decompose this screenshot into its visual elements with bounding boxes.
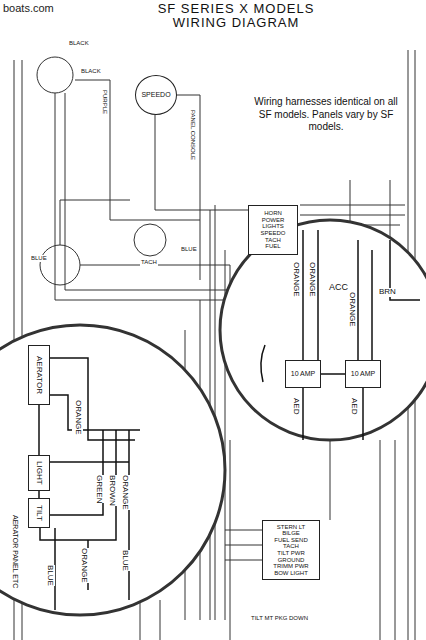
wire-line [261, 345, 265, 382]
wire-color-label: BROWN [106, 475, 117, 506]
wire-line [160, 600, 161, 640]
gauge-symbol [134, 224, 166, 256]
signal-label: BLUE [180, 246, 198, 253]
wire-line [371, 250, 373, 360]
signal-label: TILT MT PKG DOWN [250, 615, 309, 622]
wire-color-label: BLUE [119, 550, 130, 571]
wire-connector [38, 405, 40, 455]
wire-line [50, 430, 103, 515]
watermark: boats.com [2, 2, 55, 14]
signal-label: BRN [378, 288, 397, 297]
signal-label: BLACK [68, 40, 90, 47]
node-text: STERN LT [277, 524, 306, 531]
node-text: FUEL [265, 243, 280, 250]
wire-line [317, 230, 319, 360]
gauge-symbol [37, 57, 73, 93]
wire-color-label: ORANGE [346, 292, 357, 327]
wire-line [380, 440, 381, 640]
signal-label: TACH [140, 259, 158, 266]
node-text: SPEEDO [141, 91, 170, 99]
wire-color-label: GREEN [93, 475, 104, 503]
node-text: LIGHT [35, 461, 44, 485]
wire-color-label: ORANGE [306, 262, 317, 297]
magnified-wires [40, 230, 420, 610]
wire-line [300, 215, 405, 216]
wire-color-label: ORANGE [119, 475, 130, 510]
terminal-block: HORNPOWERLIGHTSSPEEDOTACHFUEL [248, 205, 298, 255]
fuse-box: 10 AMP [285, 360, 321, 388]
wire-line [300, 205, 405, 206]
wire-line [60, 200, 130, 245]
switch-box: TILT [28, 498, 50, 528]
wire-line [128, 430, 130, 600]
wire-line [225, 560, 262, 561]
terminal-block: STERN LTBILGEFUEL SENDTACHTILT PWRGROUND… [262, 520, 320, 580]
node-text: TACH [283, 543, 299, 550]
node-text: 10 AMP [291, 370, 316, 378]
node-text: LIGHTS [262, 223, 284, 230]
node-text: BILGE [282, 530, 300, 537]
wire-line [302, 388, 304, 440]
wire-line [50, 358, 135, 440]
magnifier-circle [0, 325, 225, 615]
wire-line [357, 240, 359, 360]
signal-label: BLACK [80, 68, 102, 75]
wire-line [225, 545, 262, 546]
wire-color-label: ORANGE [72, 400, 83, 435]
wire-line [302, 230, 304, 360]
fuse-box: 10 AMP [345, 360, 381, 388]
wire-line [80, 265, 230, 300]
note-text: Wiring harnesses identical on all SF mod… [250, 96, 402, 134]
node-text: SPEEDO [260, 230, 285, 237]
gauge-symbol [40, 245, 80, 285]
wire-color-label: AED [348, 398, 359, 414]
node-text: FUEL SEND [274, 537, 307, 544]
node-text: TRIMM PWR [273, 563, 308, 570]
signal-label: AERATOR PANEL ETC [10, 515, 20, 588]
node-text: GROUND [278, 557, 305, 564]
node-text: BOW LIGHT [274, 570, 308, 577]
node-text: POWER [262, 217, 285, 224]
wire-color-label: ORANGE [78, 548, 89, 583]
wire-line [155, 115, 248, 210]
node-text: 10 AMP [351, 370, 376, 378]
signal-label: PURPLE [100, 90, 109, 114]
wire-line [230, 440, 231, 640]
wire-line [50, 461, 129, 463]
node-text: AERATOR [35, 356, 44, 394]
diagram-title: SF SERIES X MODELS WIRING DIAGRAM [150, 2, 322, 31]
wire-connector [38, 491, 40, 498]
node-text: TILT [35, 505, 44, 521]
switch-box: LIGHT [28, 455, 50, 491]
switch-box: AERATOR [28, 345, 50, 405]
node-text: TACH [265, 237, 281, 244]
wire-line [50, 395, 140, 430]
wire-connector [321, 373, 345, 375]
wire-line [395, 440, 396, 640]
node-text: HORN [264, 210, 282, 217]
gauge-circle: SPEEDO [135, 75, 177, 115]
wire-line [362, 388, 364, 440]
wire-line [140, 600, 141, 640]
wire-line [175, 95, 200, 280]
wire-line [65, 93, 240, 290]
signal-label: PANEL CONSOLE [188, 110, 197, 160]
wire-line [40, 430, 116, 540]
wire-color-label: BLUE [44, 565, 55, 586]
wire-color-label: ORANGE [290, 262, 301, 297]
wire-color-label: AED [290, 398, 301, 414]
node-text: TILT PWR [277, 550, 304, 557]
wire-line [225, 530, 262, 531]
wire-line [330, 440, 331, 520]
signal-label: BLUE [30, 255, 48, 262]
wire-line [55, 93, 240, 300]
